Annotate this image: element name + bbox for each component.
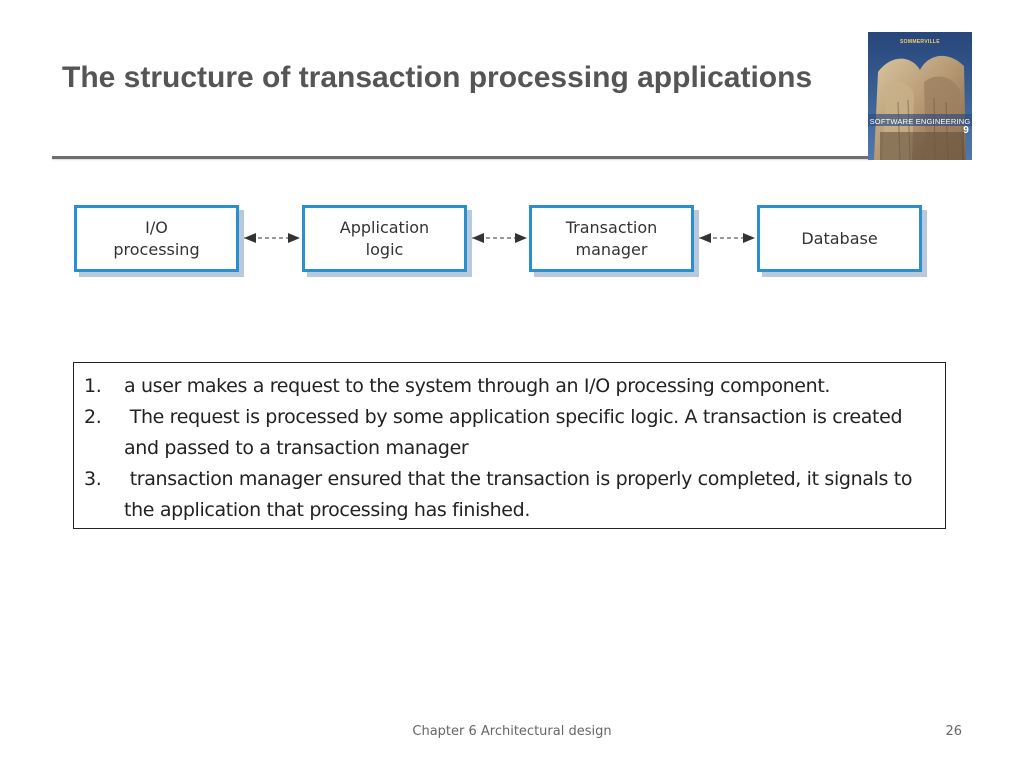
note-item: 3. transaction manager ensured that the … <box>84 464 935 526</box>
connector-transaction-manager-database <box>699 233 755 243</box>
node-application-logic: Application logic <box>302 205 467 272</box>
title-underline <box>52 156 872 159</box>
notes-list: 1. a user makes a request to the system t… <box>84 371 935 526</box>
note-text: transaction manager ensured that the tra… <box>124 468 918 521</box>
diagram-connectors <box>244 233 755 243</box>
note-number: 3. <box>84 468 102 490</box>
slide-footer: Chapter 6 Architectural design <box>412 724 612 739</box>
note-number: 1. <box>84 375 102 397</box>
cover-edition: 9 <box>963 125 969 136</box>
book-cover-image: SOMMERVILLE SOFTWARE ENGINEERING 9 <box>868 32 972 160</box>
note-text: The request is processed by some applica… <box>124 406 908 459</box>
connector-io-processing-application-logic <box>244 233 300 243</box>
note-number: 2. <box>84 406 102 428</box>
notes-box: 1. a user makes a request to the system t… <box>73 362 946 529</box>
slide-title: The structure of transaction processing … <box>62 61 813 94</box>
connector-application-logic-transaction-manager <box>472 233 527 243</box>
node-label: Database <box>801 228 878 248</box>
cover-title: SOFTWARE ENGINEERING <box>869 117 971 126</box>
page-number: 26 <box>945 724 962 739</box>
cover-author: SOMMERVILLE <box>900 39 940 45</box>
node-io-processing: I/O processing <box>74 205 239 272</box>
note-item: 1. a user makes a request to the system t… <box>84 371 935 402</box>
node-database: Database <box>757 205 922 272</box>
architecture-diagram: I/O processing Application logic Transacti… <box>0 0 1024 300</box>
node-label: Transaction manager <box>565 217 658 259</box>
node-transaction-manager: Transaction manager <box>529 205 694 272</box>
note-item: 2. The request is processed by some appl… <box>84 402 935 464</box>
note-text: a user makes a request to the system thr… <box>124 375 831 397</box>
node-label: Application logic <box>339 217 430 259</box>
book-cover-artwork <box>868 32 972 160</box>
node-label: I/O processing <box>113 217 200 259</box>
